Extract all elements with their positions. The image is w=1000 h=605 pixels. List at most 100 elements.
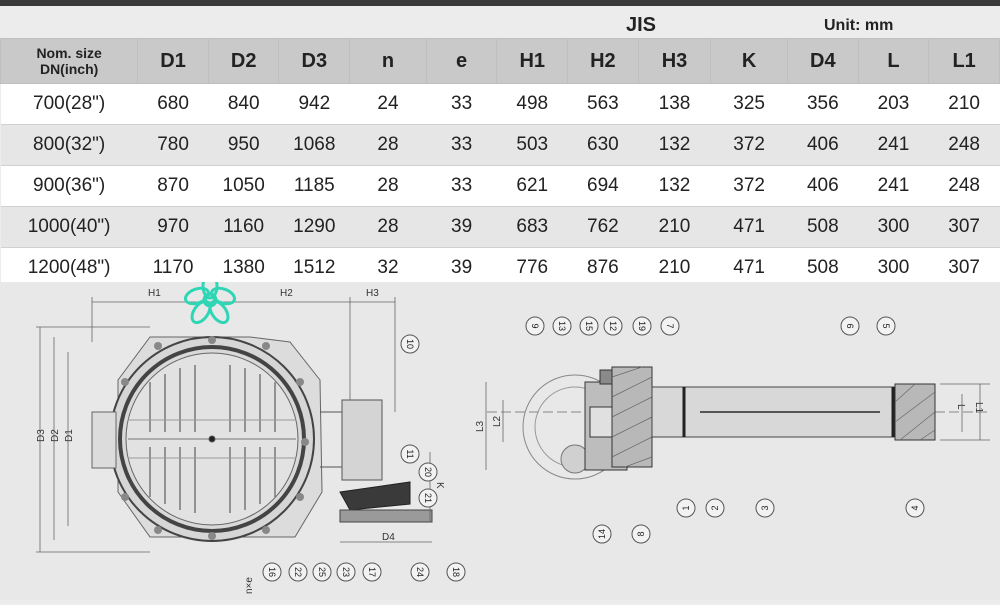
callout-number: 13 xyxy=(557,321,567,331)
column-header-e: e xyxy=(425,38,498,84)
dim-label-d2: D2 xyxy=(50,429,61,442)
valve-front-view xyxy=(36,297,433,553)
column-header-l1: L1 xyxy=(928,38,1000,84)
callout-number: 3 xyxy=(760,505,770,510)
table-cell: 621 xyxy=(496,165,568,207)
callout-bubble: 7 xyxy=(660,316,680,336)
callout-bubble: 14 xyxy=(592,524,612,544)
table-cell: 800(32") xyxy=(0,124,138,166)
callout-bubble: 9 xyxy=(525,316,545,336)
callout-bubble: 11 xyxy=(400,444,420,464)
callout-bubble: 4 xyxy=(905,498,925,518)
table-cell: 406 xyxy=(787,165,859,207)
callout-number: 5 xyxy=(881,323,891,328)
callout-number: 22 xyxy=(293,567,303,577)
valve-section-view xyxy=(485,366,990,480)
table-cell: 942 xyxy=(278,83,350,125)
table-cell: 132 xyxy=(638,165,711,207)
callout-number: 10 xyxy=(405,339,415,349)
table-cell: 203 xyxy=(858,83,929,125)
table-cell: 28 xyxy=(349,124,427,166)
table-cell: 28 xyxy=(349,165,427,207)
table-cell: 900(36") xyxy=(0,165,138,207)
table-cell: 1068 xyxy=(278,124,350,166)
dim-label-nxe: n×e xyxy=(244,577,255,594)
table-cell: 970 xyxy=(137,206,209,248)
table-cell: 356 xyxy=(787,83,859,125)
callout-bubble: 2 xyxy=(705,498,725,518)
unit-label: Unit: mm xyxy=(824,17,894,34)
callout-bubble: 1 xyxy=(676,498,696,518)
table-cell: 372 xyxy=(710,165,788,207)
callout-bubble: 12 xyxy=(603,316,623,336)
dim-label-l2: L2 xyxy=(492,415,503,427)
table-cell: 1185 xyxy=(278,165,350,207)
dim-label-h1: H1 xyxy=(148,288,161,299)
table-cell: 780 xyxy=(137,124,209,166)
callout-bubble: 15 xyxy=(579,316,599,336)
callout-bubble: 21 xyxy=(418,488,438,508)
table-cell: 33 xyxy=(426,83,497,125)
table-cell: 210 xyxy=(638,206,711,248)
table-cell: 132 xyxy=(638,124,711,166)
table-cell: 372 xyxy=(710,124,788,166)
table-cell: 307 xyxy=(928,206,1000,248)
callout-bubble: 3 xyxy=(755,498,775,518)
callout-number: 25 xyxy=(317,567,327,577)
standard-label: JIS xyxy=(626,14,657,36)
callout-number: 23 xyxy=(341,567,351,577)
table-cell: 33 xyxy=(426,165,497,207)
column-header-h1: H1 xyxy=(496,38,569,84)
table-cell: 24 xyxy=(349,83,427,125)
callout-number: 8 xyxy=(636,531,646,536)
table-cell: 241 xyxy=(858,165,929,207)
callout-bubble: 25 xyxy=(312,562,332,582)
table-cell: 138 xyxy=(638,83,711,125)
callout-number: 17 xyxy=(367,567,377,577)
callout-number: 1 xyxy=(681,505,691,510)
table-cell: 950 xyxy=(208,124,279,166)
column-header-d1: D1 xyxy=(137,38,209,84)
column-header-h2: H2 xyxy=(567,38,639,84)
table-cell: 325 xyxy=(710,83,788,125)
table-cell: 1050 xyxy=(208,165,279,207)
table-cell: 1290 xyxy=(278,206,350,248)
table-cell: 33 xyxy=(426,124,497,166)
callout-number: 15 xyxy=(584,321,594,331)
table-cell: 471 xyxy=(710,206,788,248)
table-cell: 39 xyxy=(426,206,497,248)
column-header-nom-size: Nom. size DN(inch) xyxy=(0,38,139,84)
callout-number: 7 xyxy=(665,323,675,328)
dim-label-d3: D3 xyxy=(36,429,47,442)
column-header-k: K xyxy=(710,38,788,84)
column-header-l: L xyxy=(857,38,930,84)
table-cell: 762 xyxy=(567,206,639,248)
callout-number: 11 xyxy=(405,449,415,458)
table-cell: 700(28") xyxy=(0,83,138,125)
column-header-h3: H3 xyxy=(637,38,712,84)
drawing-canvas: H1 H2 H3 D3 D2 D1 K D4 n×e 1011202116222… xyxy=(36,272,990,594)
top-rule xyxy=(0,0,1000,6)
column-header-d2: D2 xyxy=(207,38,280,84)
table-cell: 563 xyxy=(567,83,639,125)
table-cell: 508 xyxy=(787,206,859,248)
table-cell: 248 xyxy=(928,124,1000,166)
callout-bubble: 17 xyxy=(362,562,382,582)
table-cell: 28 xyxy=(349,206,427,248)
callout-number: 6 xyxy=(845,323,855,328)
callout-bubble: 23 xyxy=(336,562,356,582)
table-cell: 683 xyxy=(496,206,568,248)
table-cell: 210 xyxy=(638,247,711,289)
dim-label-d4: D4 xyxy=(382,532,395,543)
callout-number: 24 xyxy=(415,567,425,577)
callout-bubble: 10 xyxy=(400,334,420,354)
dim-label-h3: H3 xyxy=(366,288,379,299)
column-header-d3: D3 xyxy=(278,38,351,84)
table-cell: 498 xyxy=(496,83,568,125)
dim-label-l3: L3 xyxy=(475,420,486,432)
